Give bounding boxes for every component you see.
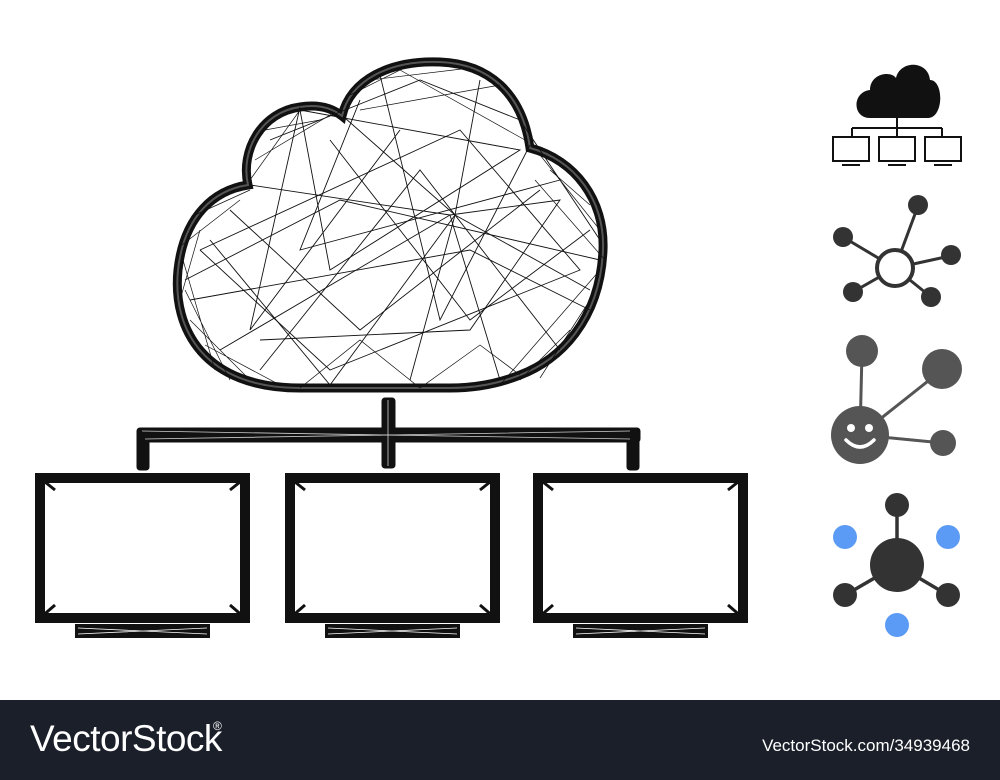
- hub-network-icon: [833, 195, 961, 307]
- molecule-network-icon: [833, 493, 960, 637]
- image-id[interactable]: VectorStock.com/34939468: [762, 736, 970, 755]
- wireframe-connector: [136, 397, 641, 471]
- brand-name[interactable]: VectorStock: [30, 718, 222, 759]
- registered-mark: ®: [213, 719, 222, 733]
- footer-bar: VectorStock ® VectorStock.com/34939468: [0, 700, 1000, 780]
- wireframe-monitor-3: [533, 473, 748, 638]
- wireframe-monitor-2: [285, 473, 500, 638]
- wireframe-cloud: [172, 57, 608, 393]
- cloud-network-wireframe-icon: [35, 57, 748, 638]
- wireframe-monitor-1: [35, 473, 250, 638]
- cloud-network-solid-icon: [832, 64, 962, 166]
- artwork: [35, 57, 962, 638]
- smiley-network-icon: [831, 335, 962, 464]
